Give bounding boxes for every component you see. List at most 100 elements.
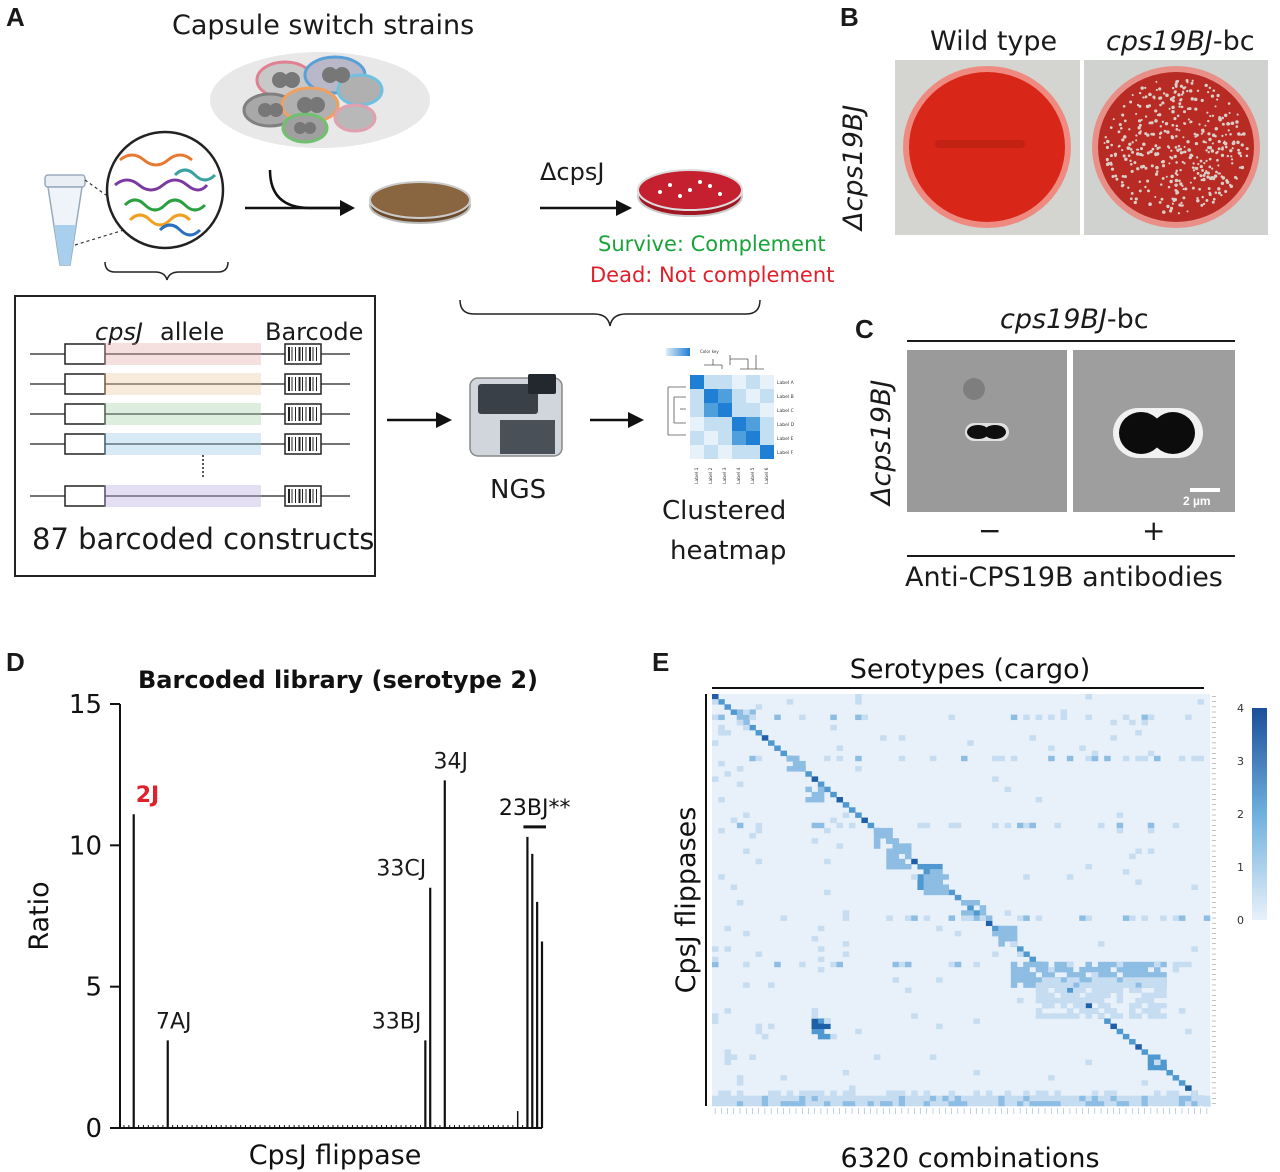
colony-dot: [1196, 196, 1199, 200]
heatmap-cell: [948, 1100, 956, 1107]
heatmap-cell: [736, 781, 744, 787]
heatmap-cell: [1079, 745, 1086, 751]
colony-dot: [1175, 169, 1178, 173]
heatmap-cell: [898, 858, 906, 865]
panel-a-label: A: [6, 2, 25, 32]
heatmap-cell: [1054, 977, 1061, 983]
heatmap-cell: [743, 1095, 750, 1102]
heatmap-cell: [1041, 997, 1049, 1004]
heatmap-cell: [749, 714, 756, 721]
colony-dot: [1136, 148, 1139, 151]
mini-heatmap-row-label: Label C: [777, 408, 794, 414]
heatmap-cell: [1079, 977, 1086, 983]
barcode-stripe: [305, 489, 307, 503]
heatmap-cell: [724, 704, 731, 710]
heatmap-cell: [817, 1090, 825, 1096]
colony-dot: [1161, 164, 1166, 168]
colony-dot: [1202, 177, 1206, 182]
heatmap-cell: [1160, 1100, 1167, 1107]
heatmap-cell: [911, 915, 918, 921]
heatmap-cell: [830, 724, 837, 731]
heatmap-cell: [898, 843, 906, 849]
heatmap-cell: [761, 1033, 769, 1040]
heatmap-cell: [730, 817, 738, 824]
heatmap-cell: [1079, 997, 1086, 1004]
tube-icon: [44, 174, 86, 266]
heatmap-cell: [1060, 1095, 1068, 1102]
heatmap-cell: [817, 946, 825, 952]
colony-dot: [1182, 110, 1187, 114]
heatmap-cell: [1110, 982, 1117, 988]
colony-dot: [1129, 159, 1132, 163]
heatmap-cell: [886, 858, 893, 865]
heatmap-cell: [1141, 719, 1149, 726]
colony-dot: [1142, 142, 1146, 147]
heatmap-cell: [1023, 822, 1030, 829]
colony-dot: [1166, 130, 1170, 134]
cpsj-allele-box: [104, 343, 261, 365]
barcode-stripe: [316, 437, 317, 451]
heatmap-cell: [1035, 992, 1043, 999]
heatmap-cell: [886, 838, 893, 844]
heatmap-cell: [824, 786, 831, 793]
colony-dot: [1121, 138, 1125, 142]
heatmap-cell: [855, 699, 862, 705]
heatmap-cell: [886, 833, 893, 839]
continuation-dot: [202, 475, 204, 477]
heatmap-cell: [811, 838, 819, 844]
panel-c-footer: Anti-CPS19B antibodies: [905, 562, 1223, 593]
colony-dot: [1171, 202, 1174, 205]
heatmap-cell: [929, 1100, 937, 1107]
heatmap-cell: [786, 1095, 794, 1102]
heatmap-cell: [985, 915, 993, 921]
heatmap-cell: [1073, 972, 1080, 978]
heatmap-cell: [942, 889, 949, 896]
heatmap-cell: [743, 1100, 750, 1107]
heatmap-cell: [755, 822, 763, 829]
colony-dot: [1190, 97, 1194, 101]
heatmap-cell: [1141, 1095, 1149, 1102]
heatmap-cell: [768, 1090, 775, 1096]
colony-dot: [1238, 166, 1242, 169]
heatmap-cell: [1129, 1039, 1136, 1045]
heatmap-cell: [1085, 982, 1093, 988]
heatmap-cell: [1097, 977, 1105, 983]
colony-dot: [1155, 170, 1159, 173]
heatmap-cell: [1085, 915, 1093, 921]
barcode-stripe: [312, 407, 314, 421]
colony-dot: [1150, 132, 1154, 136]
colony-dot: [1199, 174, 1203, 178]
heatmap-cell: [904, 1100, 912, 1107]
heatmap-cell: [967, 1100, 974, 1107]
heatmap-cell: [724, 1095, 731, 1102]
heatmap-cell: [730, 709, 738, 715]
heatmap-cell: [1191, 946, 1198, 952]
colony-dot: [1170, 135, 1174, 138]
heatmap-cell: [1085, 1008, 1093, 1014]
heatmap-cell: [1147, 1095, 1155, 1102]
heatmap-cell: [1017, 1100, 1024, 1107]
heatmap-cell: [1097, 941, 1105, 947]
colony-dot: [1150, 121, 1154, 125]
heatmap-cell: [1085, 1095, 1093, 1102]
heatmap-cell: [892, 843, 900, 849]
heatmap-cell: [1035, 1100, 1043, 1107]
heatmap-cell: [1066, 1008, 1074, 1014]
heatmap-cell: [1091, 1095, 1099, 1102]
heatmap-cell: [1110, 1095, 1117, 1102]
heatmap-cell: [1104, 1003, 1111, 1009]
colony-dot: [1107, 161, 1111, 166]
colony-dot: [1123, 119, 1127, 123]
heatmap-cell: [1060, 709, 1068, 715]
heatmap-cell: [830, 1090, 837, 1096]
heatmap-cell: [911, 1095, 918, 1102]
colony-dot: [1155, 152, 1160, 156]
heatmap-cell: [1147, 1064, 1155, 1071]
heatmap-cell: [730, 884, 738, 890]
heatmap-cell: [867, 1100, 875, 1107]
colony-dot: [1189, 181, 1192, 184]
colony-dot: [1138, 123, 1142, 127]
mini-heatmap-cell: [718, 445, 732, 459]
heatmap-cell: [1041, 1013, 1049, 1019]
colony-dot: [1118, 144, 1121, 148]
